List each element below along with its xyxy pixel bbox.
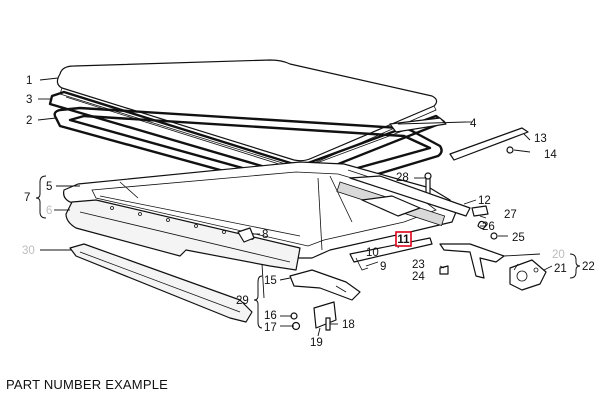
label-12: 12 [478, 195, 491, 207]
label-21: 21 [554, 263, 567, 275]
part-number-example-caption: PART NUMBER EXAMPLE [6, 377, 169, 392]
label-10: 10 [366, 247, 379, 259]
label-9: 9 [380, 261, 386, 273]
label-13: 13 [534, 133, 547, 145]
label-6: 6 [46, 205, 52, 217]
label-14: 14 [544, 149, 557, 161]
washer-part [477, 220, 487, 230]
cable-guide [389, 117, 447, 133]
brace-29 [253, 275, 263, 329]
guide-rail [349, 175, 471, 217]
drive-motor [509, 259, 547, 291]
label-11: 11 [397, 234, 410, 246]
label-2: 2 [26, 115, 32, 127]
label-18: 18 [342, 319, 355, 331]
sunroof-glass-panel [56, 59, 438, 168]
label-29: 29 [236, 295, 249, 307]
bolt-long [325, 317, 331, 331]
screw-part [506, 146, 514, 154]
label-19: 19 [310, 337, 323, 349]
group-braces [35, 175, 581, 329]
highlighted-part-11[interactable]: 11 [395, 231, 412, 247]
label-4: 4 [470, 118, 477, 130]
headliner-trim-strip [69, 243, 253, 323]
lever-plate [289, 269, 361, 301]
stop-block [471, 205, 489, 217]
brace-22 [569, 253, 581, 279]
sunroof-lower-trim [65, 199, 301, 271]
drive-bracket [439, 243, 505, 279]
label-5: 5 [46, 181, 52, 193]
label-24: 24 [412, 271, 425, 283]
label-3: 3 [26, 94, 32, 106]
part-labels: 1 3 2 4 13 14 5 7 6 30 8 28 12 27 26 25 … [22, 75, 595, 349]
label-27: 27 [504, 209, 517, 221]
label-7: 7 [24, 192, 30, 204]
wind-deflector-strip [449, 127, 529, 161]
highlight-box [395, 231, 412, 247]
label-20: 20 [552, 249, 565, 261]
label-30: 30 [22, 245, 35, 257]
nut-part [490, 232, 498, 240]
label-8: 8 [262, 229, 268, 241]
lock-nut [439, 265, 449, 275]
label-1: 1 [26, 75, 32, 87]
leader-lines [37, 77, 553, 337]
label-17: 17 [264, 322, 277, 334]
brace-7 [35, 175, 47, 219]
label-15: 15 [264, 275, 277, 287]
label-28: 28 [396, 172, 409, 184]
label-23: 23 [412, 259, 425, 271]
clip-part [237, 227, 255, 243]
label-25: 25 [512, 232, 525, 244]
label-26: 26 [482, 221, 495, 233]
label-16: 16 [264, 310, 277, 322]
label-22: 22 [582, 261, 595, 273]
